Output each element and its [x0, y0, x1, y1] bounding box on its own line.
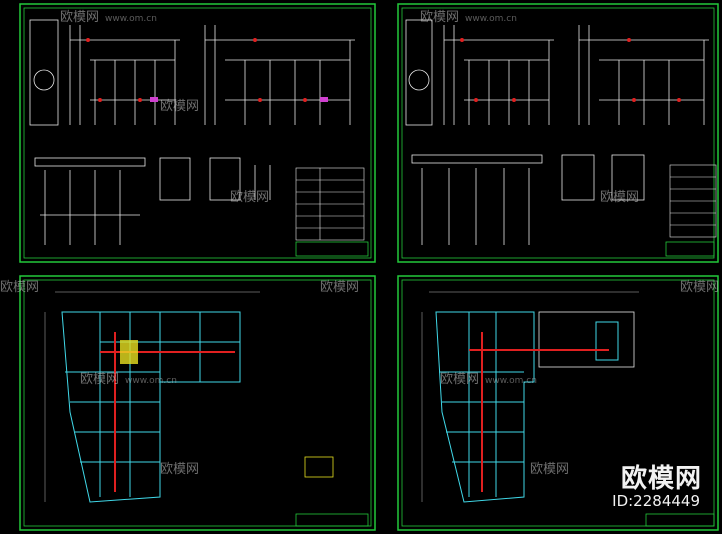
dimension-grid-right: [421, 291, 639, 502]
watermark-brand: 欧模网: [80, 372, 120, 387]
equipment-room: [120, 340, 138, 364]
watermark: 欧模网: [530, 458, 569, 477]
watermark: 欧模网: [0, 276, 39, 295]
schematic-sheet-top-left: [19, 3, 376, 263]
title-block-plan: [295, 513, 369, 527]
contact-markers: [86, 38, 307, 102]
watermark-brand: 欧模网: [600, 190, 640, 205]
schematic-sheet-top-right: [397, 3, 719, 263]
notes-block: [304, 456, 334, 478]
watermark-brand: 欧模网: [440, 372, 480, 387]
control-circuit-group-3: [405, 19, 554, 126]
watermark: 欧模网 www.om.cn: [420, 6, 517, 25]
watermark: 欧模网 www.om.cn: [60, 6, 157, 25]
title-block-plan-right: [645, 513, 715, 527]
watermark-brand: 欧模网: [160, 99, 200, 114]
watermark: 欧模网 www.om.cn: [440, 368, 537, 387]
watermark-site: www.om.cn: [105, 14, 157, 24]
watermark-site: www.om.cn: [465, 14, 517, 24]
watermark: 欧模网: [600, 186, 639, 205]
annex-room: [595, 321, 619, 361]
watermark-site: www.om.cn: [125, 376, 177, 386]
watermark-brand: 欧模网: [160, 462, 200, 477]
watermark-brand: 欧模网: [0, 280, 40, 295]
watermark: 欧模网 www.om.cn: [80, 368, 177, 387]
watermark: 欧模网: [160, 458, 199, 477]
watermark: 欧模网: [680, 276, 719, 295]
watermark-brand: 欧模网: [60, 10, 100, 25]
legend-table: [295, 167, 365, 241]
lower-circuit-group: [34, 157, 271, 245]
watermark-brand: 欧模网: [680, 280, 720, 295]
watermark-brand: 欧模网: [230, 190, 270, 205]
building-outline: [61, 311, 241, 503]
floor-plan-bottom-right: [397, 275, 719, 531]
watermark-brand: 欧模网: [420, 10, 460, 25]
legend-table-right: [669, 164, 717, 238]
watermark-brand: 欧模网: [320, 280, 360, 295]
title-block: [295, 241, 369, 257]
watermark: 欧模网: [160, 95, 199, 114]
asset-id: ID:2284449: [612, 492, 700, 510]
title-block-right: [665, 241, 715, 257]
relay-markers: [150, 97, 328, 102]
cable-trays-right: [469, 332, 609, 492]
floor-plan-bottom-left: [19, 275, 376, 531]
watermark-site: www.om.cn: [485, 376, 537, 386]
control-circuit-group-1: [29, 19, 180, 126]
annex-building: [538, 311, 635, 368]
contact-markers-right: [460, 38, 681, 102]
watermark-brand: 欧模网: [530, 462, 570, 477]
lower-circuit-group-right: [411, 154, 645, 245]
building-outline-right: [435, 311, 535, 503]
watermark: 欧模网: [230, 186, 269, 205]
dimension-grid: [44, 291, 260, 502]
brand-logo: 欧模网: [620, 464, 702, 494]
control-circuit-group-2: [204, 25, 355, 125]
watermark: 欧模网: [320, 276, 359, 295]
control-circuit-group-4: [578, 25, 709, 125]
